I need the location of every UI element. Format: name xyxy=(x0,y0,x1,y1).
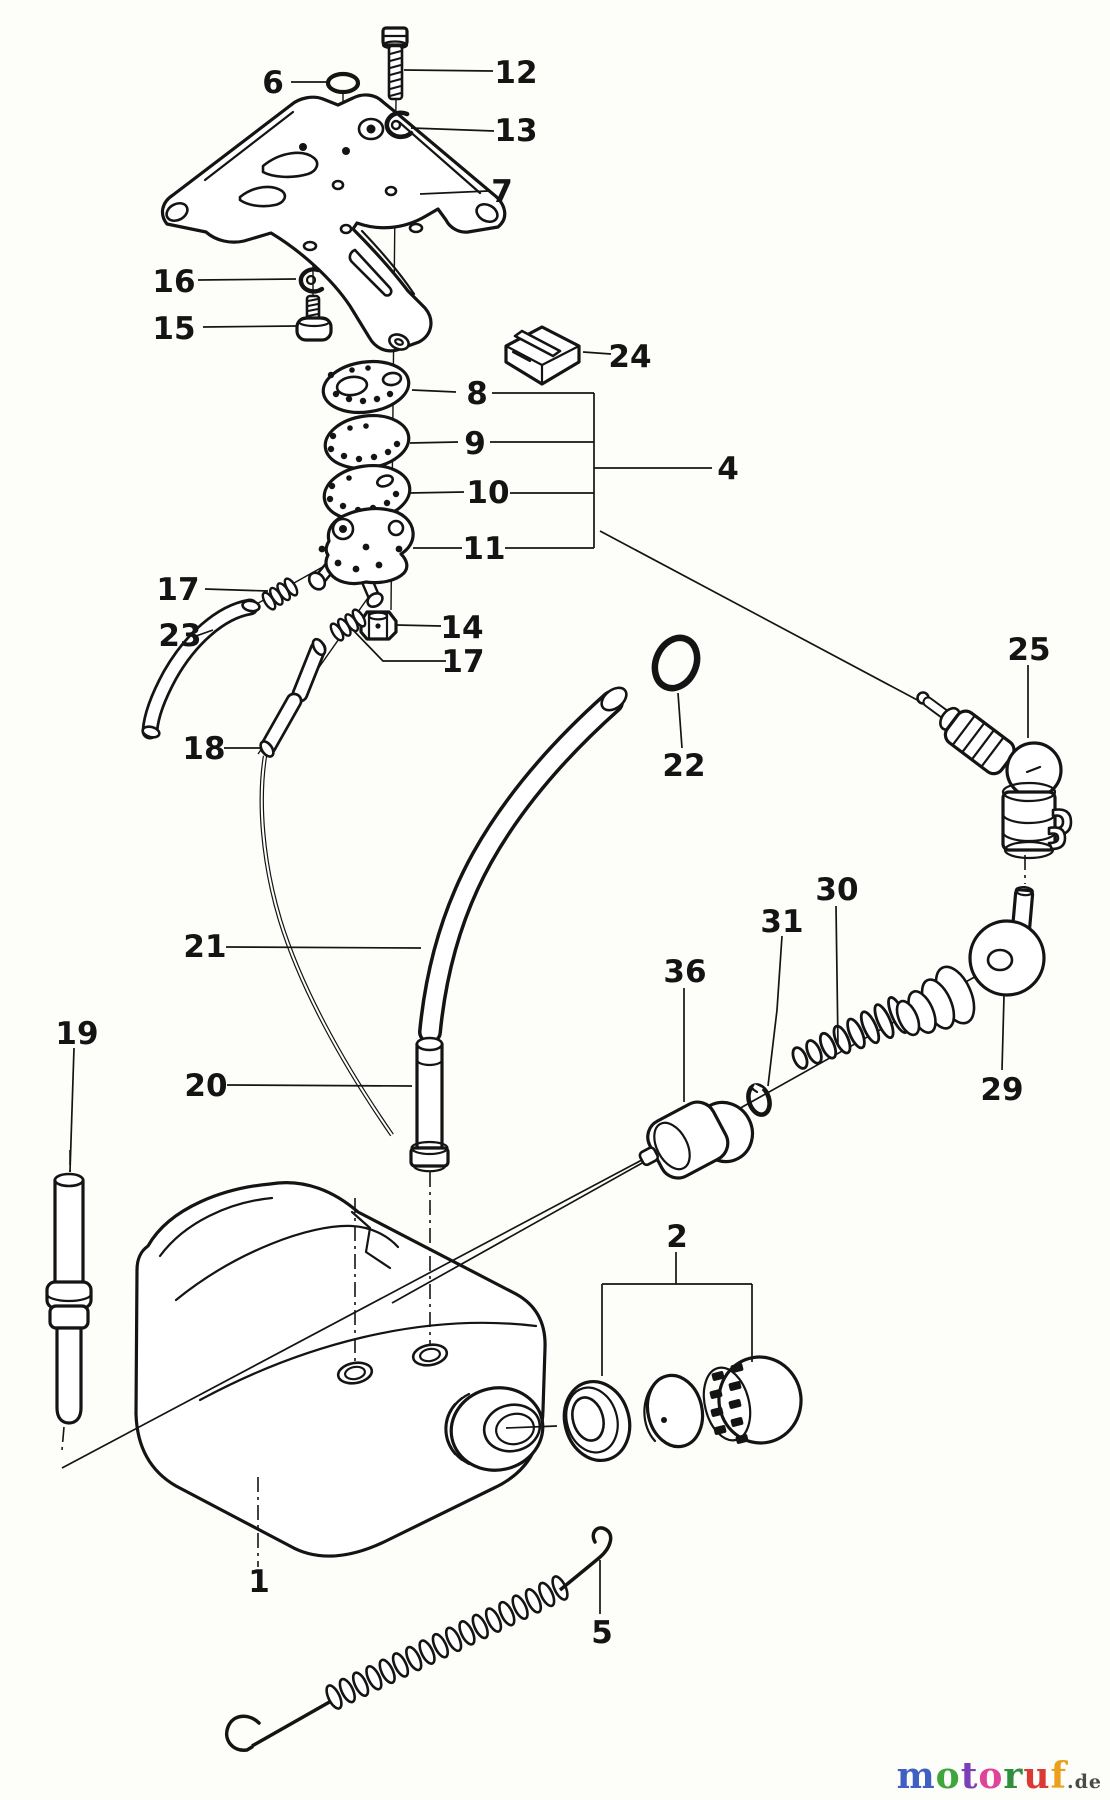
part-31-clip xyxy=(746,1083,772,1117)
watermark-letter: u xyxy=(1023,1755,1051,1797)
part-7-bracket xyxy=(160,93,507,353)
watermark-letter: o xyxy=(978,1755,1004,1797)
tank-hole-right xyxy=(411,1343,449,1367)
part-2-cap-assembly xyxy=(562,1355,803,1463)
watermark-letter: r xyxy=(1003,1755,1024,1797)
part-25-valve xyxy=(916,691,1073,860)
tank-hole-left xyxy=(336,1361,374,1385)
callout-6: 6 xyxy=(262,65,284,101)
callout-16: 16 xyxy=(152,264,195,300)
callout-7: 7 xyxy=(491,174,513,210)
callout-36: 36 xyxy=(663,954,706,990)
cap-insert-ring xyxy=(562,1379,632,1463)
callout-24: 24 xyxy=(608,339,651,375)
watermark-letter: o xyxy=(935,1755,961,1797)
callout-21: 21 xyxy=(183,929,226,965)
callout-15: 15 xyxy=(152,311,195,347)
watermark-wordmark: motoruf xyxy=(897,1755,1067,1797)
callout-14: 14 xyxy=(440,610,483,646)
callout-19: 19 xyxy=(55,1016,98,1052)
callout-4: 4 xyxy=(717,451,739,487)
part-36-fuel-filter xyxy=(638,1100,755,1180)
cap-gasket-disc xyxy=(643,1373,705,1449)
callout-20: 20 xyxy=(184,1068,227,1104)
part-23-hose xyxy=(141,598,261,740)
watermark-motoruf: motoruf.de xyxy=(897,1758,1102,1794)
watermark-suffix: .de xyxy=(1067,1771,1102,1793)
part-12-bolt xyxy=(381,26,409,101)
part-17-spring-b xyxy=(329,608,367,642)
part-11-pump-body xyxy=(307,507,415,609)
callout-18: 18 xyxy=(182,731,225,767)
callout-23: 23 xyxy=(158,618,201,654)
watermark-letter: f xyxy=(1050,1755,1067,1797)
part-16-clip xyxy=(298,267,325,294)
callout-9: 9 xyxy=(464,426,486,462)
part-20-pipe xyxy=(409,1036,450,1173)
callout-5: 5 xyxy=(591,1615,613,1651)
part-13-clip xyxy=(384,110,414,140)
callout-8: 8 xyxy=(466,376,488,412)
callout-30: 30 xyxy=(815,872,858,908)
tank-filler-neck xyxy=(444,1386,545,1472)
callout-13: 13 xyxy=(494,113,537,149)
callout-1: 1 xyxy=(248,1564,270,1600)
callout-17a: 17 xyxy=(156,572,199,608)
part-5-spring xyxy=(225,1526,613,1752)
part-14-nut xyxy=(359,610,398,641)
part-8-gasket xyxy=(321,359,411,415)
callout-labels: 6 12 13 7 16 15 24 8 9 10 11 4 17 14 17 … xyxy=(55,55,1050,1651)
part-30-spring xyxy=(791,965,976,1070)
callout-22: 22 xyxy=(662,748,705,784)
callout-31: 31 xyxy=(760,904,803,940)
dash-dot-lines xyxy=(61,855,1026,1567)
part-17-spring-a xyxy=(261,577,299,611)
part-18-pipe xyxy=(259,637,394,1137)
part-19-pipe xyxy=(45,1172,93,1425)
part-6-o-ring xyxy=(325,71,361,95)
part-1-fuel-tank xyxy=(134,1181,547,1558)
callout-17b: 17 xyxy=(441,644,484,680)
callout-leaders xyxy=(69,69,1029,1614)
callout-29: 29 xyxy=(980,1072,1023,1108)
part-24-clamp-block xyxy=(504,325,581,386)
callout-2: 2 xyxy=(666,1219,688,1255)
cap-knurled xyxy=(702,1355,803,1445)
callout-10: 10 xyxy=(466,475,509,511)
part-21-hose xyxy=(418,686,628,1044)
callout-11: 11 xyxy=(462,531,505,567)
watermark-letter: t xyxy=(960,1755,979,1797)
callout-12: 12 xyxy=(494,55,537,91)
part-15-screw xyxy=(295,294,333,342)
watermark-letter: m xyxy=(896,1755,936,1797)
callout-25: 25 xyxy=(1007,632,1050,668)
part-9-diaphragm xyxy=(323,413,411,471)
part-22-o-ring xyxy=(651,634,701,692)
part-29-grommet xyxy=(968,885,1046,997)
